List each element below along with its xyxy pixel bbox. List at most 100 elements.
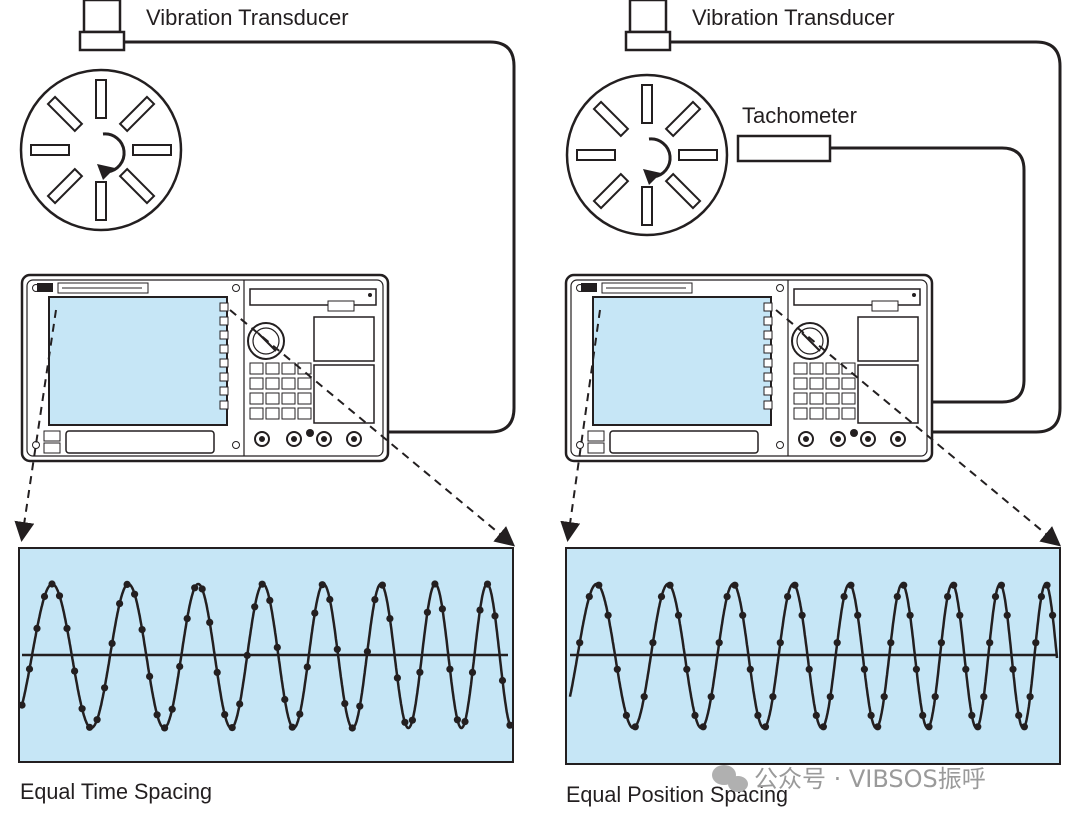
sample-point — [1009, 665, 1017, 673]
sample-point — [303, 663, 311, 671]
sample-point — [683, 665, 691, 673]
sample-point — [86, 723, 94, 731]
sample-point — [666, 581, 674, 589]
sample-point — [108, 639, 116, 648]
sample-point — [63, 624, 71, 633]
sample-point — [874, 723, 882, 731]
sample-point — [699, 723, 707, 731]
sample-point — [363, 648, 371, 656]
sample-point — [840, 593, 848, 601]
watermark-text: 公众号 · VIBSOS振呼 — [754, 765, 986, 793]
right-sample-points — [576, 581, 1057, 731]
sample-point — [731, 581, 739, 589]
sample-point — [48, 580, 56, 588]
right-transducer-cable — [670, 40, 1062, 434]
left-rotation-arrow-icon — [102, 132, 126, 174]
sample-point — [622, 711, 631, 720]
sample-point — [453, 716, 461, 724]
sample-point — [138, 626, 146, 634]
right-rotor — [565, 73, 729, 237]
sample-point — [468, 668, 477, 677]
left-chirp-waveform — [20, 582, 512, 730]
right-signal-analyzer — [564, 273, 934, 463]
right-caption: Equal Position Spacing — [566, 782, 788, 807]
sample-point — [168, 705, 176, 713]
sample-point — [198, 585, 206, 593]
sample-point — [912, 665, 921, 673]
sample-point — [333, 645, 341, 653]
sample-point — [1020, 723, 1028, 731]
sample-point — [236, 700, 244, 708]
sample-point — [950, 581, 958, 589]
sample-point — [805, 665, 813, 673]
left-transducer-label: Vibration Transducer — [146, 5, 349, 30]
sample-point — [393, 674, 401, 682]
sample-point — [491, 612, 499, 620]
sample-point — [281, 695, 289, 704]
sample-point — [71, 667, 79, 675]
sample-point — [761, 723, 770, 731]
sample-point — [506, 721, 514, 729]
sample-point — [1043, 581, 1051, 589]
sample-point — [613, 665, 621, 673]
right-rotation-arrow-icon — [648, 137, 672, 179]
sample-point — [931, 693, 939, 701]
sample-point — [604, 611, 612, 619]
sample-point — [116, 600, 124, 608]
sample-point — [311, 609, 319, 617]
sample-point — [980, 693, 988, 701]
sample-point — [161, 724, 169, 732]
sample-point — [483, 580, 492, 588]
sample-point — [1049, 611, 1057, 619]
sample-point — [674, 611, 683, 619]
right-vibration-transducer — [624, 0, 672, 52]
sample-point — [906, 611, 914, 619]
sample-point — [326, 595, 334, 604]
wechat-icon — [712, 765, 748, 792]
sample-point — [243, 651, 251, 660]
sample-point — [1032, 639, 1040, 647]
sample-point — [723, 593, 731, 601]
left-signal-analyzer — [20, 273, 390, 463]
tachometer-label: Tachometer — [742, 103, 857, 128]
sample-point — [1015, 711, 1023, 720]
sample-point — [784, 593, 792, 601]
sample-point — [1026, 693, 1034, 701]
sample-point — [55, 592, 64, 600]
left-sample-points — [18, 580, 514, 732]
sample-point — [576, 639, 584, 647]
sample-point — [739, 611, 747, 619]
left-rotor — [19, 68, 183, 232]
sample-point — [266, 596, 274, 605]
sample-point — [925, 723, 933, 731]
sample-point — [206, 618, 214, 627]
sample-point — [860, 665, 869, 673]
sample-point — [318, 581, 326, 589]
sample-point — [288, 723, 296, 731]
sample-point — [640, 693, 648, 701]
sample-point — [153, 711, 161, 719]
sample-point — [819, 723, 828, 731]
right-setup: Vibration Transducer Tachometer — [560, 0, 1062, 807]
sample-point — [595, 581, 603, 589]
sample-point — [968, 711, 976, 720]
sample-point — [228, 724, 236, 732]
sample-point — [18, 701, 26, 709]
sample-point — [446, 665, 454, 673]
sample-point — [631, 723, 639, 731]
sample-point — [93, 716, 101, 724]
sample-point — [1003, 611, 1011, 619]
tachometer-cable — [830, 146, 1026, 404]
sample-point — [997, 581, 1006, 589]
sample-point — [131, 590, 139, 598]
sample-point — [791, 581, 799, 589]
sample-point — [101, 684, 109, 692]
sample-point — [25, 665, 34, 673]
sample-point — [423, 608, 431, 616]
sample-point — [986, 639, 994, 647]
right-zoom-line-right — [775, 309, 1062, 547]
sample-point — [880, 693, 888, 701]
sample-point — [176, 662, 184, 671]
sample-point — [213, 668, 221, 677]
